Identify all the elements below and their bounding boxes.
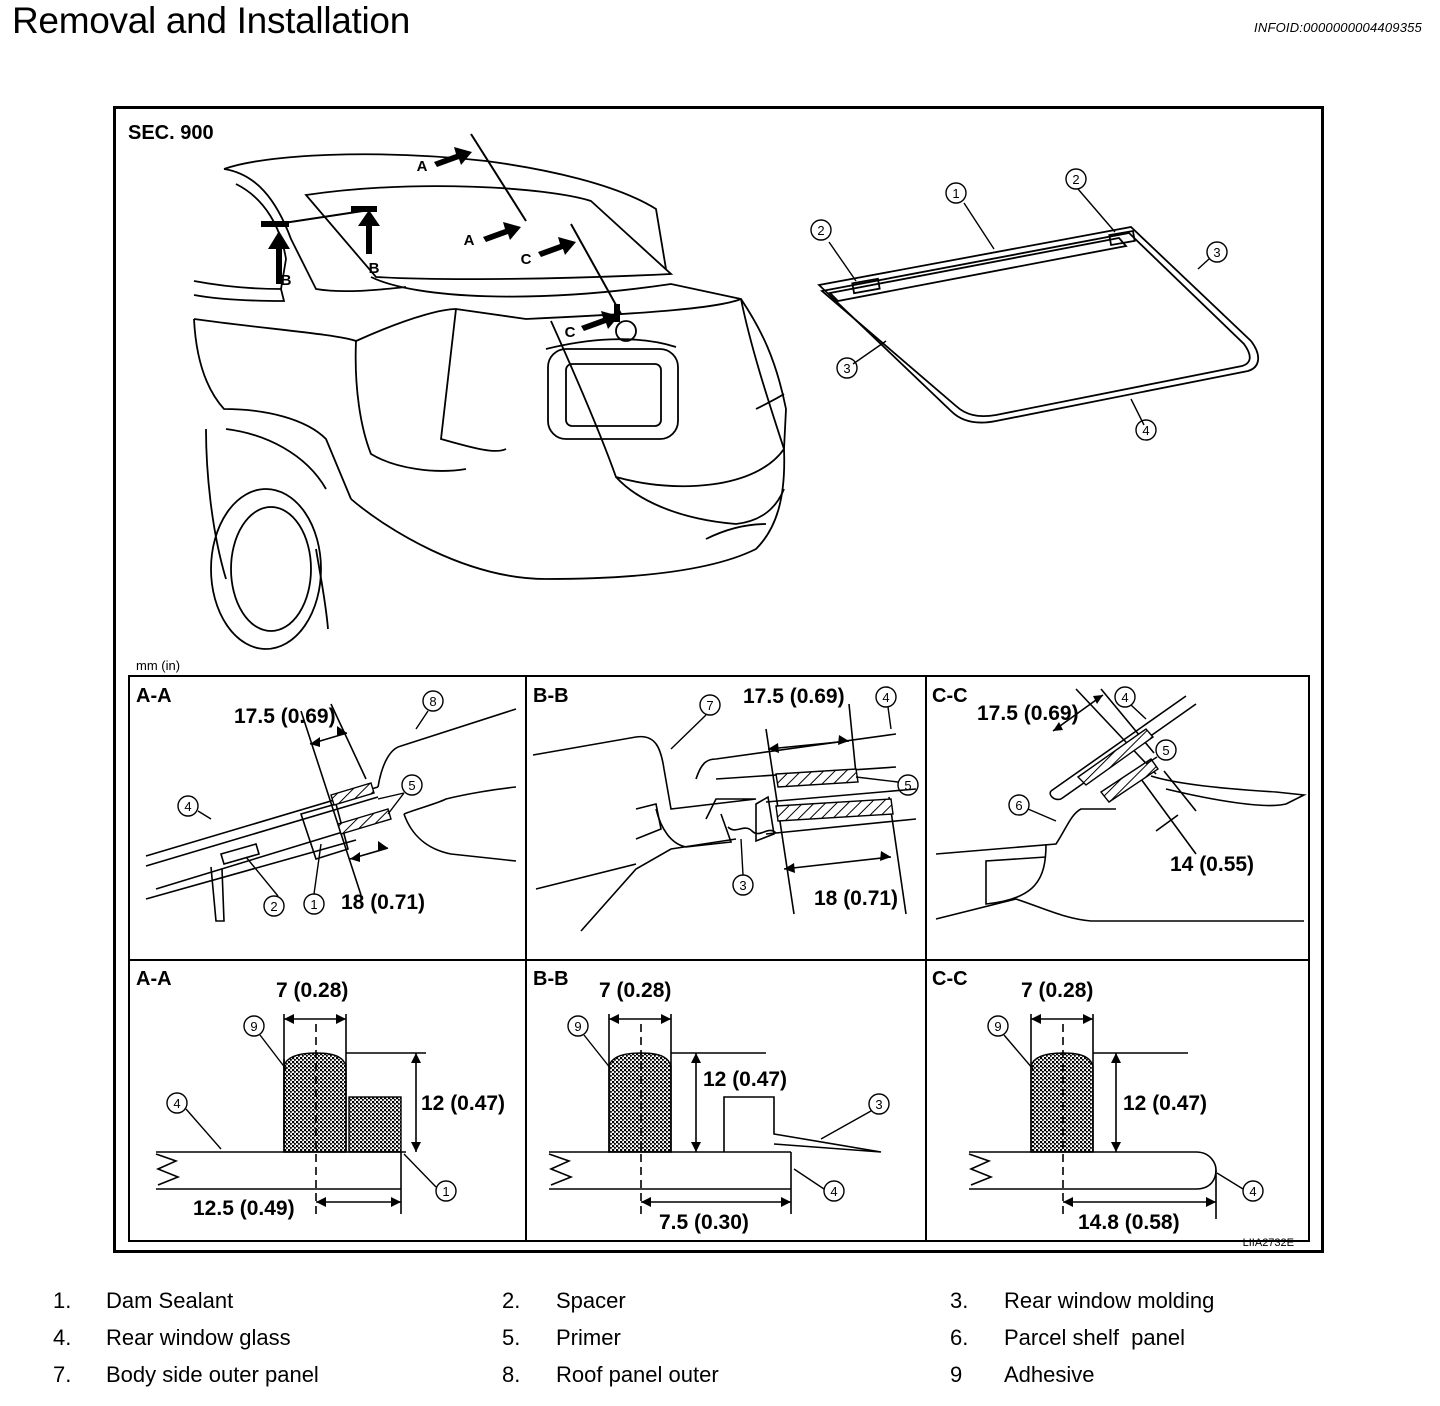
svg-text:A-A: A-A <box>136 685 172 707</box>
svg-text:7: 7 <box>706 698 713 713</box>
legend-label: Roof panel outer <box>556 1362 719 1387</box>
svg-text:C: C <box>565 324 576 341</box>
svg-text:5: 5 <box>408 778 415 793</box>
legend-number: 4. <box>53 1325 72 1350</box>
svg-text:B: B <box>281 272 292 289</box>
svg-text:1: 1 <box>952 186 959 201</box>
svg-text:17.5 (0.69): 17.5 (0.69) <box>743 685 845 708</box>
svg-text:17.5 (0.69): 17.5 (0.69) <box>977 702 1079 725</box>
svg-text:4: 4 <box>1249 1184 1256 1199</box>
svg-text:9: 9 <box>250 1019 257 1034</box>
svg-text:2: 2 <box>270 899 277 914</box>
legend-label: Rear window glass <box>106 1325 291 1350</box>
svg-text:12 (0.47): 12 (0.47) <box>1123 1092 1207 1115</box>
svg-text:17.5 (0.69): 17.5 (0.69) <box>234 705 336 728</box>
svg-text:1: 1 <box>310 897 317 912</box>
legend-label: Parcel shelf panel <box>1004 1325 1185 1350</box>
car-rear-view <box>193 153 787 650</box>
svg-text:1: 1 <box>442 1184 449 1199</box>
glass-callouts: 1 2 2 3 3 4 <box>810 168 1228 441</box>
svg-text:4: 4 <box>184 799 191 814</box>
units-label: mm (in) <box>136 658 180 673</box>
svg-text:7.5 (0.30): 7.5 (0.30) <box>659 1211 749 1234</box>
figure-code: LIIA2732E <box>1243 1237 1294 1249</box>
svg-text:18 (0.71): 18 (0.71) <box>814 887 898 910</box>
svg-text:8: 8 <box>429 694 436 709</box>
svg-text:B: B <box>369 260 380 277</box>
svg-text:9: 9 <box>994 1019 1001 1034</box>
svg-text:14.8 (0.58): 14.8 (0.58) <box>1078 1211 1180 1234</box>
installation-diagram: SEC. 900 <box>128 122 1310 1249</box>
svg-text:A: A <box>417 158 428 175</box>
section-label: SEC. 900 <box>128 122 214 144</box>
svg-text:3: 3 <box>875 1097 882 1112</box>
legend-number: 7. <box>53 1362 72 1387</box>
rear-window-glass-overview <box>817 226 1260 424</box>
svg-text:5: 5 <box>904 778 911 793</box>
svg-text:4: 4 <box>1121 690 1128 705</box>
legend-number: 3. <box>950 1288 969 1313</box>
svg-text:C: C <box>521 251 532 268</box>
svg-text:18 (0.71): 18 (0.71) <box>341 891 425 914</box>
svg-text:7 (0.28): 7 (0.28) <box>276 979 348 1002</box>
section-top-cc: C-C 17.5 (0.69) 14 (0.55) <box>932 685 1307 922</box>
svg-text:4: 4 <box>882 690 889 705</box>
section-top-bb: B-B 17.5 (0.69) 18 (0. <box>532 685 919 932</box>
svg-text:4: 4 <box>173 1096 180 1111</box>
section-bottom-aa: A-A 7 (0.28) 12 (0.47) 12.5 (0.4 <box>136 968 505 1220</box>
svg-text:7 (0.28): 7 (0.28) <box>599 979 671 1002</box>
section-markers: A A C C B B <box>261 133 622 341</box>
svg-text:14 (0.55): 14 (0.55) <box>1170 853 1254 876</box>
legend-number: 5. <box>502 1325 521 1350</box>
svg-text:7 (0.28): 7 (0.28) <box>1021 979 1093 1002</box>
section-bottom-bb: B-B 7 (0.28) 12 (0.47) 7.5 (0.30) <box>533 968 890 1234</box>
legend-label: Spacer <box>556 1288 626 1313</box>
svg-text:C-C: C-C <box>932 968 968 990</box>
svg-text:12.5 (0.49): 12.5 (0.49) <box>193 1197 295 1220</box>
legend-number: 8. <box>502 1362 521 1387</box>
legend-label: Rear window molding <box>1004 1288 1215 1313</box>
legend-label: Primer <box>556 1325 621 1350</box>
info-id: INFOID:0000000004409355 <box>1254 20 1422 35</box>
svg-text:3: 3 <box>739 878 746 893</box>
svg-text:12 (0.47): 12 (0.47) <box>421 1092 505 1115</box>
svg-text:4: 4 <box>1142 423 1149 438</box>
svg-text:12 (0.47): 12 (0.47) <box>703 1068 787 1091</box>
legend-number: 2. <box>502 1288 521 1313</box>
svg-text:5: 5 <box>1162 743 1169 758</box>
legend-label: Adhesive <box>1004 1362 1095 1387</box>
svg-text:3: 3 <box>843 361 850 376</box>
svg-text:9: 9 <box>574 1019 581 1034</box>
section-bottom-cc: C-C 7 (0.28) 12 (0.47) 14.8 (0.58) <box>932 968 1264 1234</box>
svg-text:2: 2 <box>817 223 824 238</box>
svg-text:C-C: C-C <box>932 685 968 707</box>
svg-text:A: A <box>464 232 475 249</box>
section-grid <box>128 675 1310 1242</box>
figure-frame: SEC. 900 <box>113 106 1324 1253</box>
svg-text:2: 2 <box>1072 172 1079 187</box>
svg-text:3: 3 <box>1213 245 1220 260</box>
legend-number: 9 <box>950 1362 963 1387</box>
svg-text:B-B: B-B <box>533 685 569 707</box>
page-title: Removal and Installation <box>12 0 410 41</box>
legend-number: 6. <box>950 1325 969 1350</box>
svg-text:4: 4 <box>830 1184 837 1199</box>
svg-text:6: 6 <box>1015 798 1022 813</box>
svg-text:A-A: A-A <box>136 968 172 990</box>
section-top-aa: A-A 17.5 (0.69) 18 (0.71) <box>136 685 517 922</box>
legend-label: Body side outer panel <box>106 1362 319 1387</box>
legend-label: Dam Sealant <box>106 1288 234 1313</box>
legend-number: 1. <box>53 1288 72 1313</box>
svg-text:B-B: B-B <box>533 968 569 990</box>
